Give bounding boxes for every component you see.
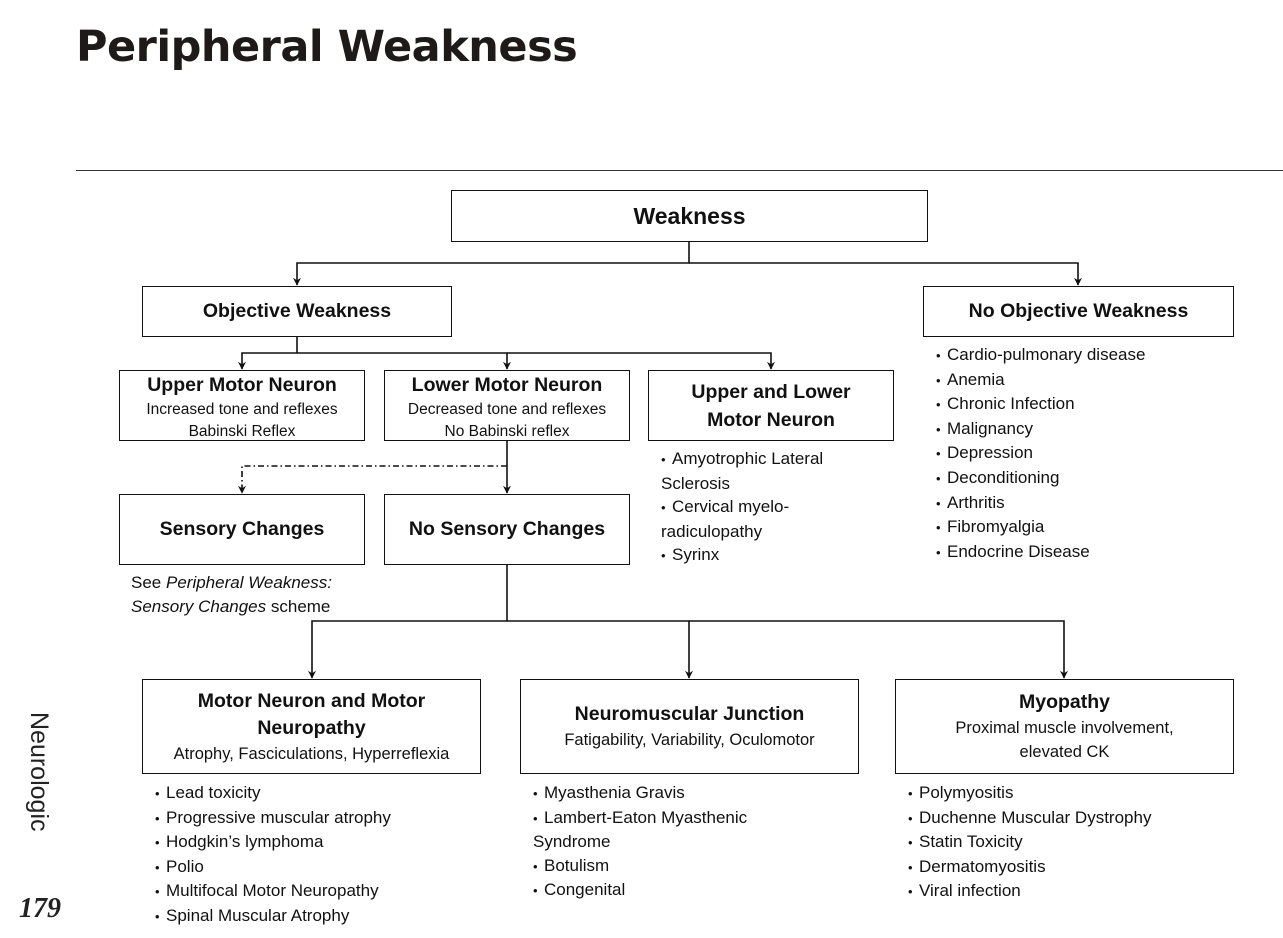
list-item: Lambert-Eaton Myasthenic (533, 806, 747, 831)
sensory-changes-note: See Peripheral Weakness: Sensory Changes… (131, 571, 332, 618)
node-title: Motor Neuron and Motor (197, 689, 426, 712)
node-weakness: Weakness (451, 190, 928, 242)
node-title: Neuropathy (257, 716, 366, 739)
list-item: Anemia (936, 368, 1145, 393)
list-item: Fibromyalgia (936, 515, 1145, 540)
node-upper-motor-neuron: Upper Motor Neuron Increased tone and re… (119, 370, 365, 441)
node-title: Myopathy (1018, 691, 1110, 713)
edge-weakness-no-objective (689, 262, 1082, 286)
note-link-text: Sensory Changes (131, 596, 267, 616)
node-sensory-changes: Sensory Changes (119, 494, 365, 565)
edge-objective-upper-lower (507, 352, 775, 370)
node-lower-motor-neuron: Lower Motor Neuron Decreased tone and re… (384, 370, 630, 441)
node-neuromuscular-junction: Neuromuscular Junction Fatigability, Var… (520, 679, 859, 774)
node-objective-weakness: Objective Weakness (142, 286, 452, 337)
note-prefix: See (131, 573, 166, 592)
list-item: Viral infection (908, 879, 1151, 904)
edge-objective-umn (238, 336, 298, 370)
node-title: No Objective Weakness (968, 300, 1189, 322)
list-item: Amyotrophic Lateral (661, 447, 823, 472)
node-title: Upper Motor Neuron (147, 374, 337, 396)
list-item: Dermatomyositis (908, 855, 1151, 880)
myopathy-list: Polymyositis Duchenne Muscular Dystrophy… (908, 781, 1151, 904)
list-item: Botulism (533, 854, 747, 879)
list-item-continuation: Syndrome (533, 832, 611, 852)
node-title: No Sensory Changes (408, 518, 606, 540)
no-objective-weakness-list: Cardio-pulmonary disease Anemia Chronic … (936, 343, 1145, 564)
node-no-objective-weakness: No Objective Weakness (923, 286, 1234, 337)
node-title: Neuromuscular Junction (574, 703, 805, 725)
list-item: Multifocal Motor Neuropathy (155, 879, 391, 904)
header-divider (76, 170, 1283, 171)
node-upper-and-lower-motor-neuron: Upper and Lower Motor Neuron (648, 370, 894, 441)
list-item: Cervical myelo- (661, 495, 823, 520)
page-number: 179 (19, 893, 61, 924)
note-link-text: Peripheral Weakness: (165, 573, 332, 592)
node-title: Motor Neuron (707, 408, 835, 431)
list-item: Arthritis (936, 491, 1145, 516)
node-no-sensory-changes: No Sensory Changes (384, 494, 630, 565)
node-subtitle: elevated CK (1019, 743, 1110, 761)
node-title: Weakness (633, 202, 746, 229)
node-subtitle: Decreased tone and reflexes (407, 401, 607, 418)
section-label-text: Neurologic (25, 712, 53, 832)
node-subtitle: Proximal muscle involvement, (955, 719, 1174, 737)
list-item: Deconditioning (936, 466, 1145, 491)
node-title: Upper and Lower (691, 380, 851, 403)
node-title: Lower Motor Neuron (411, 374, 603, 396)
list-item-continuation: radiculopathy (661, 521, 763, 541)
edge-no-sensory-nmj (507, 620, 693, 679)
list-item: Congenital (533, 878, 747, 903)
node-subtitle: Babinski Reflex (188, 423, 296, 440)
note-suffix: scheme (266, 596, 331, 616)
node-title: Objective Weakness (202, 300, 392, 322)
list-item: Syrinx (661, 543, 823, 568)
edge-no-sensory-myopathy (689, 620, 1068, 679)
motor-neuron-neuropathy-list: Lead toxicity Progressive muscular atrop… (155, 781, 391, 929)
list-item: Endocrine Disease (936, 540, 1145, 565)
node-subtitle: Atrophy, Fasciculations, Hyperreflexia (173, 744, 450, 763)
list-item: Hodgkin’s lymphoma (155, 830, 391, 855)
edge-weakness-objective (293, 241, 690, 286)
list-item: Depression (936, 441, 1145, 466)
list-item-continuation: Sclerosis (661, 473, 730, 493)
edge-lmn-sensory (238, 465, 507, 494)
edge-no-sensory-motor-neuropathy (308, 564, 508, 679)
page-title: Peripheral Weakness (76, 22, 578, 72)
list-item: Progressive muscular atrophy (155, 806, 391, 831)
list-item: Spinal Muscular Atrophy (155, 904, 391, 929)
node-subtitle: Fatigability, Variability, Oculomotor (564, 731, 815, 749)
list-item: Lead toxicity (155, 781, 391, 806)
section-label: Neurologic (15, 712, 55, 857)
upper-and-lower-motor-neuron-list: Amyotrophic Lateral Sclerosis Cervical m… (661, 447, 823, 568)
list-item: Polymyositis (908, 781, 1151, 806)
list-item: Statin Toxicity (908, 830, 1151, 855)
list-item: Myasthenia Gravis (533, 781, 747, 806)
node-subtitle: No Babinski reflex (444, 423, 570, 440)
list-item: Polio (155, 855, 391, 880)
list-item: Chronic Infection (936, 392, 1145, 417)
node-motor-neuron-neuropathy: Motor Neuron and Motor Neuropathy Atroph… (142, 679, 481, 774)
list-item: Cardio-pulmonary disease (936, 343, 1145, 368)
neuromuscular-junction-list: Myasthenia Gravis Lambert-Eaton Myasthen… (533, 781, 747, 903)
edge-objective-lmn (297, 352, 511, 370)
node-myopathy: Myopathy Proximal muscle involvement, el… (895, 679, 1234, 774)
node-title: Sensory Changes (159, 518, 325, 540)
node-subtitle: Increased tone and reflexes (146, 401, 338, 418)
list-item: Malignancy (936, 417, 1145, 442)
list-item: Duchenne Muscular Dystrophy (908, 806, 1151, 831)
